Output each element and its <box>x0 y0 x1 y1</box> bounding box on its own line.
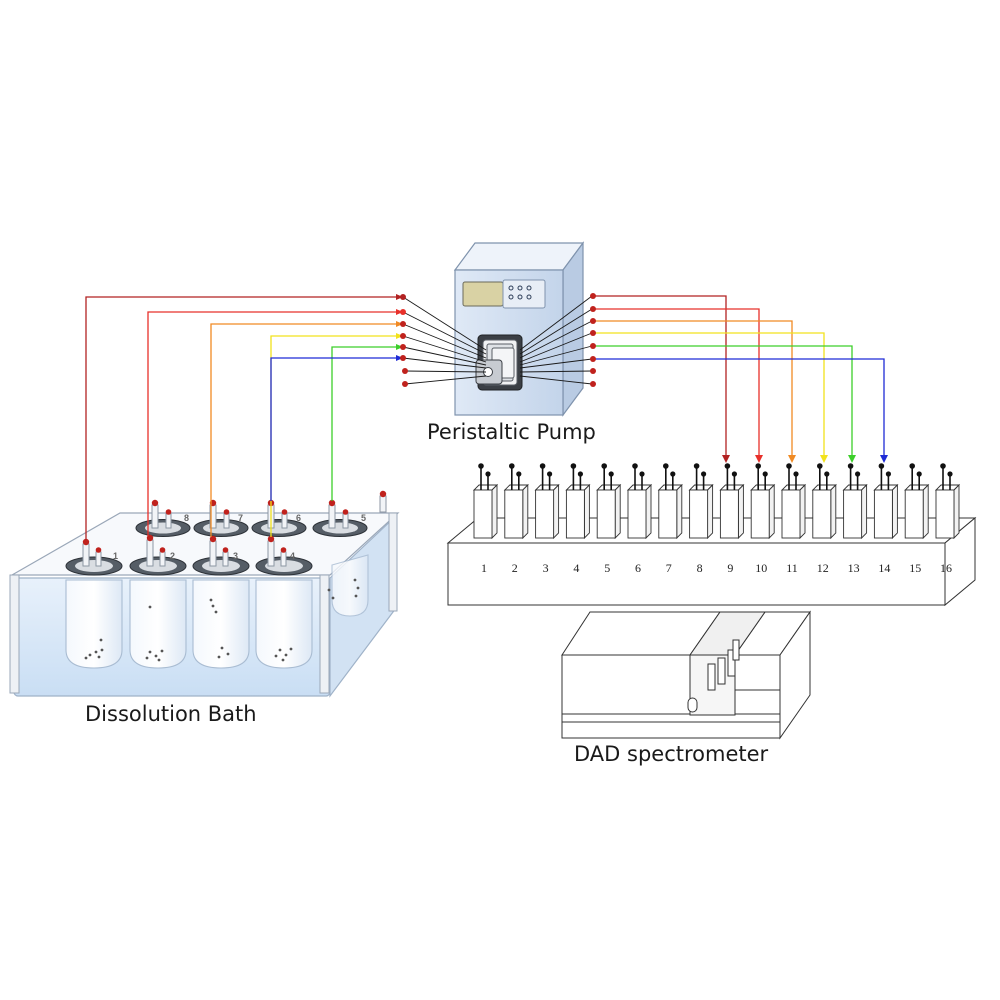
pump-display <box>462 281 504 307</box>
bath-leg <box>388 512 398 612</box>
peristaltic-pump <box>453 241 585 417</box>
vessel-number: 2 <box>170 551 175 561</box>
tube-position-12 <box>593 332 825 456</box>
tablet-particles <box>84 578 360 662</box>
position-number: 16 <box>940 561 952 575</box>
cuvette <box>873 463 899 540</box>
vessel-number: 5 <box>361 513 366 523</box>
position-number: 1 <box>481 561 487 575</box>
tube-position-14 <box>593 358 885 456</box>
position-number: 7 <box>666 561 672 575</box>
pump-inlet-tubes <box>402 296 487 385</box>
tube-position-11 <box>593 320 793 456</box>
cuvette <box>934 463 961 540</box>
cuvette <box>626 463 653 540</box>
vessel-number: 7 <box>238 513 243 523</box>
tube-vessel-5 <box>331 346 400 501</box>
dissolution-bath-label: Dissolution Bath <box>85 702 257 726</box>
vessel-number: 8 <box>184 513 189 523</box>
tubing-lines <box>85 295 885 540</box>
pump-outlet-tubes <box>519 295 593 385</box>
tube-vessel-6 <box>270 357 400 501</box>
position-number: 10 <box>755 561 767 575</box>
tube-vessel-3 <box>210 323 400 537</box>
dad-spectrometer <box>561 610 811 740</box>
cuvette <box>472 463 499 540</box>
tube-position-9 <box>593 295 727 456</box>
probe-caps <box>82 490 387 553</box>
cuvette <box>811 463 837 540</box>
vessel-number: 1 <box>113 551 118 561</box>
bath-leg <box>319 574 330 694</box>
cuvette <box>596 463 622 540</box>
vessel-numbers: 1 2 3 4 5 6 7 8 <box>113 513 366 561</box>
peristaltic-pump-label: Peristaltic Pump <box>427 420 596 444</box>
dissolution-bath: 1 2 3 4 5 6 7 8 <box>9 490 400 698</box>
cuvette-row <box>472 463 961 540</box>
cuvette <box>534 463 560 540</box>
cuvette <box>780 463 807 540</box>
vessel-number: 3 <box>233 551 238 561</box>
position-number: 8 <box>697 561 703 575</box>
bath-leg <box>9 574 20 694</box>
cuvette <box>904 463 930 540</box>
tube-vessel-2 <box>147 311 400 536</box>
cuvette <box>503 463 529 540</box>
position-number: 11 <box>786 561 798 575</box>
flow-arrows <box>722 455 888 463</box>
vessel-number: 4 <box>290 551 295 561</box>
dad-spectrometer-label: DAD spectrometer <box>574 742 769 766</box>
position-number: 2 <box>512 561 518 575</box>
keypad-buttons <box>508 285 532 300</box>
bath-vessels <box>65 554 369 669</box>
cuvette <box>750 463 776 540</box>
vessel-openings <box>65 519 368 576</box>
tube-position-13 <box>593 345 853 456</box>
position-number: 15 <box>909 561 921 575</box>
cuvette <box>842 463 868 540</box>
pump-head <box>475 334 523 391</box>
cuvette <box>657 463 683 540</box>
cuvette <box>719 463 745 540</box>
position-number: 14 <box>878 561 890 575</box>
pump-inlet-connectors <box>396 294 408 387</box>
pump-outlet-connectors <box>590 293 596 387</box>
vessel-number: 6 <box>296 513 301 523</box>
position-number: 5 <box>604 561 610 575</box>
cuvette <box>565 463 591 540</box>
tube-position-10 <box>593 308 760 456</box>
pump-keypad <box>502 279 546 309</box>
cuvette <box>688 463 714 540</box>
tube-vessel-1 <box>85 296 400 540</box>
position-number: 3 <box>543 561 549 575</box>
position-number: 6 <box>635 561 641 575</box>
position-number: 12 <box>817 561 829 575</box>
position-number: 4 <box>573 561 579 575</box>
position-number: 13 <box>848 561 860 575</box>
position-number: 9 <box>727 561 733 575</box>
